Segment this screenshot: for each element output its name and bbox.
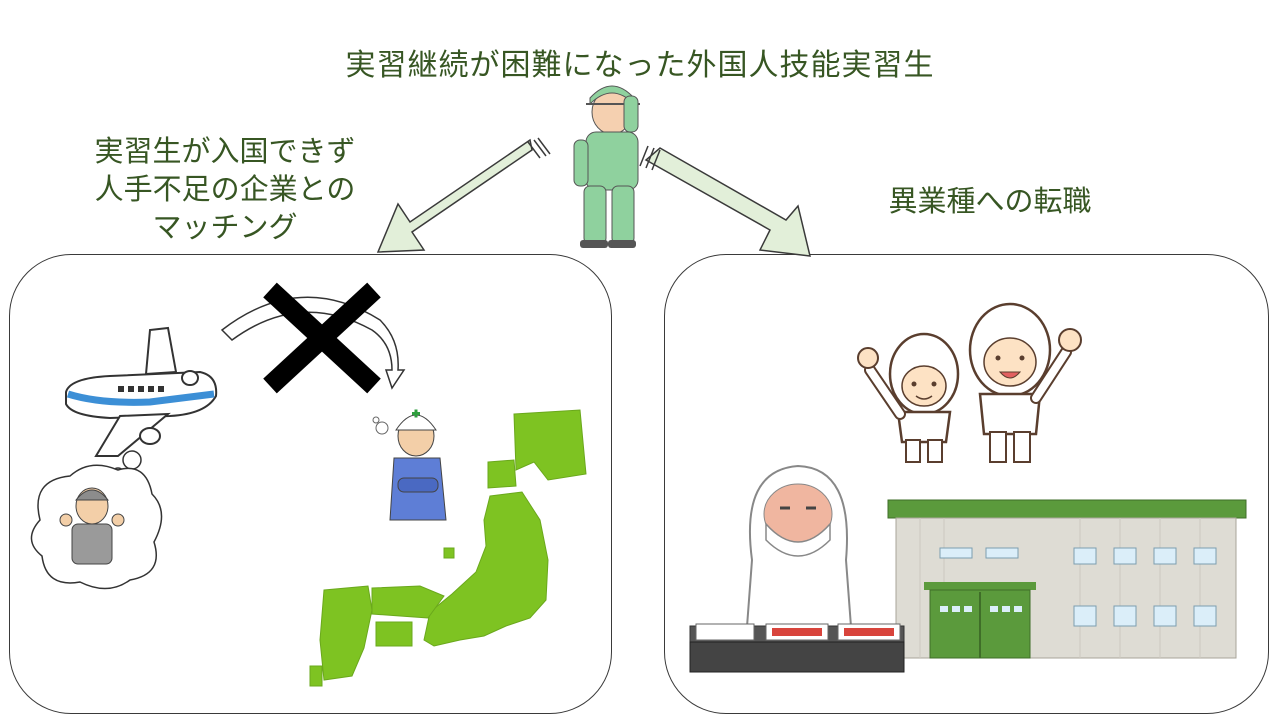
left-caption-line-3: マッチング	[152, 210, 298, 244]
left-caption-line-1: 実習生が入国できず	[94, 134, 356, 168]
japan-map-illustration	[309, 409, 587, 687]
employer-illustration	[372, 409, 447, 521]
factory-illustration	[887, 499, 1247, 659]
arrow-to-right	[639, 145, 811, 257]
blocked-entry-arrow	[220, 296, 406, 390]
cross-mark-icon	[263, 282, 381, 394]
conveyor-illustration	[689, 623, 905, 673]
troubled-worker-illustration	[573, 85, 640, 248]
airplane-illustration	[65, 326, 218, 457]
left-caption: 実習生が入国できず 人手不足の企業との マッチング	[60, 132, 390, 246]
thought-bubble-illustration	[30, 450, 163, 590]
right-caption: 異業種への転職	[888, 184, 1092, 218]
page-title: 実習継続が困難になった外国人技能実習生	[345, 48, 935, 83]
arrow-to-left	[376, 137, 551, 253]
left-caption-line-2: 人手不足の企業との	[94, 172, 356, 206]
food-worker-illustration	[744, 464, 854, 641]
cheering-workers-illustration	[857, 302, 1082, 463]
